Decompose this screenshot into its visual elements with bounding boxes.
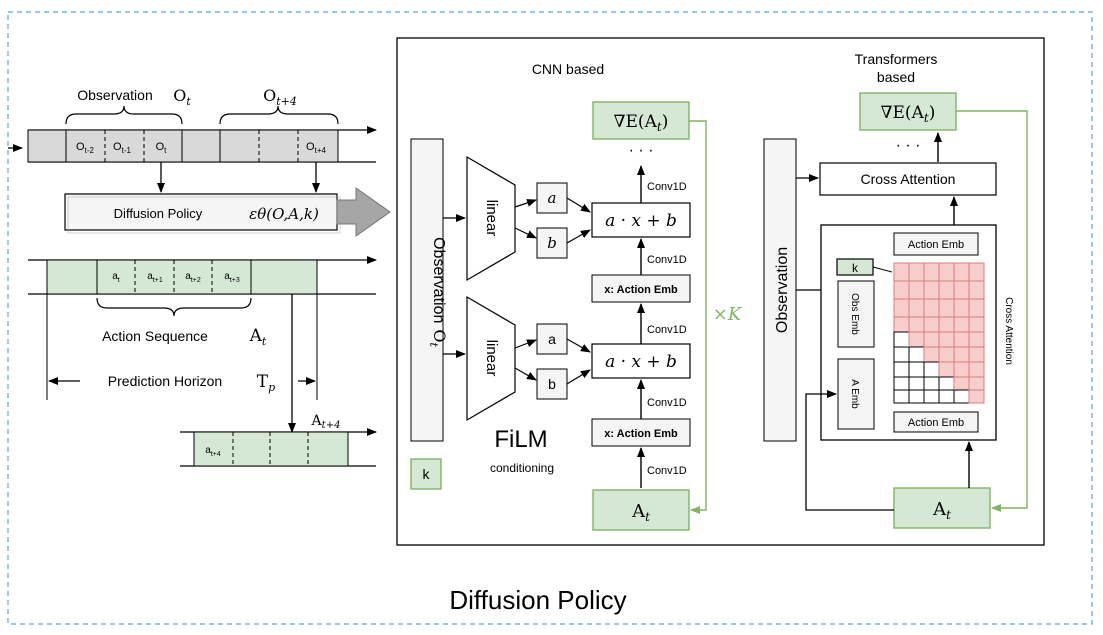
linear-block-2 bbox=[466, 295, 516, 422]
linear-label-1: linear bbox=[483, 200, 500, 237]
diagram-title: Diffusion Policy bbox=[449, 585, 626, 615]
cnn-title: CNN based bbox=[532, 61, 604, 77]
cnn-k-box bbox=[410, 458, 442, 490]
conv-label-4: Conv1D bbox=[647, 254, 687, 266]
action-cell-4: at+3 bbox=[224, 271, 240, 284]
action-brace bbox=[96, 297, 252, 317]
future-action-cell: at+4 bbox=[205, 445, 221, 458]
transformer-observation-label: Observation bbox=[774, 247, 791, 333]
bias-box-1 bbox=[536, 227, 568, 259]
transformer-title-line1: Transformers bbox=[855, 51, 938, 67]
transformer-k-label: k bbox=[852, 261, 859, 275]
bias-box-2 bbox=[536, 368, 568, 400]
action-cell-2: at+1 bbox=[147, 271, 163, 284]
action-emb-top-box bbox=[893, 232, 979, 256]
scale-box-2 bbox=[536, 323, 568, 355]
action-emb-label-1: x: Action Emb bbox=[604, 284, 678, 296]
obs-symbol: Ot bbox=[173, 86, 191, 108]
conv-label-1: Conv1D bbox=[647, 465, 687, 477]
linear-label-2: linear bbox=[483, 340, 500, 377]
action-cell-1: at bbox=[112, 271, 120, 284]
cnn-ellipsis: · · · bbox=[629, 142, 654, 159]
linear-block-1 bbox=[466, 155, 516, 282]
transformer-repeat-loop bbox=[956, 110, 1028, 512]
cnn-observation-column bbox=[410, 138, 444, 442]
cnn-repeat-loop bbox=[689, 120, 707, 514]
obs-future-symbol: Ot+4 bbox=[263, 86, 297, 108]
action-cell-3: at+2 bbox=[185, 271, 201, 284]
film-op-label-1: a · x + b bbox=[605, 211, 677, 231]
prediction-horizon-label: Prediction Horizon bbox=[108, 373, 222, 389]
obs-cell-future: Ot+4 bbox=[306, 141, 326, 155]
scale-label-2: a bbox=[548, 331, 556, 347]
conv-label-5: Conv1D bbox=[647, 181, 687, 193]
future-obs-brace bbox=[219, 105, 339, 125]
cnn-observation-label: ObservationOt bbox=[427, 237, 449, 347]
transformer-action-input-box bbox=[893, 487, 991, 529]
observation-label: Observation bbox=[77, 87, 152, 103]
action-emb-bottom-box bbox=[893, 411, 979, 433]
a-emb-label: A Emb bbox=[849, 379, 860, 409]
conv-label-2: Conv1D bbox=[647, 397, 687, 409]
cnn-panel: CNN based ObservationOt linear linear a … bbox=[410, 61, 743, 531]
transformer-action-input-label: At bbox=[932, 499, 951, 522]
cross-attention-label: Cross Attention bbox=[861, 171, 956, 187]
cnn-gradient-box bbox=[592, 101, 690, 140]
transformer-panel: Transformers based ∇E(At) · · · Cross At… bbox=[763, 51, 1028, 529]
attention-mask-grid bbox=[893, 262, 985, 404]
scale-label-1: a bbox=[548, 189, 557, 207]
film-op-box-2 bbox=[591, 343, 691, 379]
a-emb-box bbox=[837, 358, 875, 430]
cnn-repeat-label: ×K bbox=[713, 304, 743, 325]
action-emb-top-label: Action Emb bbox=[908, 239, 964, 251]
big-gray-arrow bbox=[336, 187, 391, 237]
obs-cell-1: Ot-2 bbox=[76, 141, 94, 155]
future-action-strip bbox=[193, 431, 349, 467]
bias-label-2: b bbox=[548, 376, 556, 392]
action-sequence-label: Action Sequence bbox=[102, 328, 208, 344]
left-panel: Ot-2 Ot-1 Ot Ot+4 Observation Ot Ot+4 Di… bbox=[8, 86, 391, 467]
policy-box-label: Diffusion Policy bbox=[114, 206, 203, 221]
action-symbol: At bbox=[249, 326, 267, 348]
film-label: FiLM bbox=[494, 426, 547, 453]
action-strip bbox=[46, 259, 318, 295]
diffusion-policy-box bbox=[64, 193, 338, 231]
action-emb-label-2: x: Action Emb bbox=[604, 428, 678, 440]
horizon-symbol: Tp bbox=[257, 372, 275, 394]
cnn-gradient-label: ∇E(At) bbox=[614, 112, 669, 134]
transformer-gradient-box bbox=[859, 92, 957, 131]
cnn-k-label: k bbox=[423, 466, 431, 482]
observation-brace bbox=[65, 105, 183, 125]
future-action-symbol: At+4 bbox=[311, 413, 341, 431]
obs-cell-3: Ot bbox=[156, 141, 168, 155]
obs-cell-2: Ot-1 bbox=[113, 141, 131, 155]
conv-label-3: Conv1D bbox=[647, 324, 687, 336]
policy-formula: εθ(O,A,k) bbox=[249, 205, 319, 223]
bias-label-1: b bbox=[547, 234, 557, 252]
obs-emb-box bbox=[837, 280, 875, 348]
action-emb-box-1 bbox=[591, 274, 691, 303]
action-emb-box-2 bbox=[591, 418, 691, 447]
transformer-ellipsis: · · · bbox=[896, 137, 921, 154]
conditioning-label: conditioning bbox=[490, 461, 554, 475]
cross-attention-box bbox=[819, 162, 997, 196]
cross-attention-vertical-label: Cross Attention bbox=[1003, 297, 1014, 365]
transformer-title-line2: based bbox=[877, 69, 915, 85]
film-op-label-2: a · x + b bbox=[605, 352, 677, 372]
action-emb-bottom-label: Action Emb bbox=[908, 417, 964, 429]
obs-emb-label: Obs Emb bbox=[849, 293, 860, 335]
obs-strip bbox=[27, 129, 339, 163]
cnn-action-input-label: At bbox=[631, 501, 650, 524]
cnn-action-input-box bbox=[592, 489, 690, 531]
outer-border bbox=[7, 11, 1093, 625]
transformer-gradient-label: ∇E(At) bbox=[881, 103, 936, 125]
